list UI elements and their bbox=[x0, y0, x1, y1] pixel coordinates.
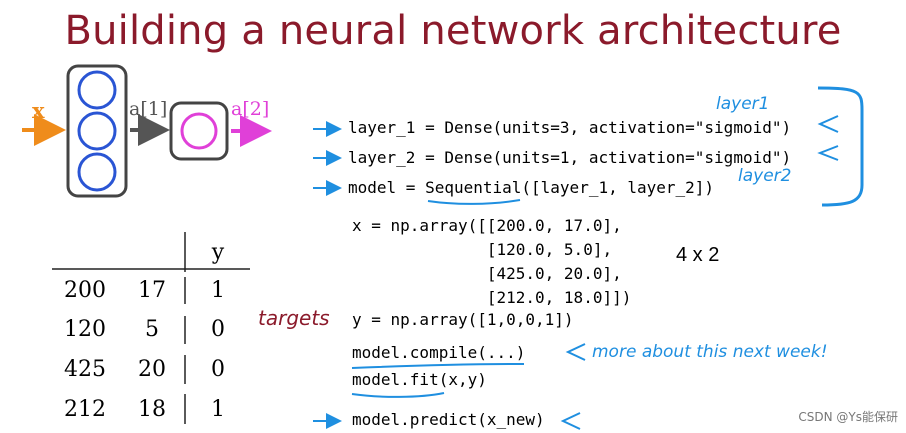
shape-annotation: 4 x 2 bbox=[676, 244, 720, 266]
watermark: CSDN @Ys能保研 bbox=[798, 410, 898, 424]
code-layer2: layer_2 = Dense(units=1, activation="sig… bbox=[348, 148, 792, 167]
annotation-arrow bbox=[817, 115, 839, 133]
annotation-targets: targets bbox=[258, 306, 330, 330]
code-compile: model.compile(...) bbox=[352, 343, 526, 362]
code-x-line: [212.0, 18.0]]) bbox=[352, 288, 632, 307]
table-cell: 18 bbox=[138, 397, 166, 422]
layer2-unit bbox=[180, 112, 218, 150]
code-sequential: Sequential bbox=[425, 178, 522, 197]
annotation-arrow bbox=[817, 145, 839, 161]
code-x-line: [120.0, 5.0], bbox=[352, 240, 613, 259]
table-header-y: y bbox=[211, 240, 225, 265]
code-model-suffix: ([layer_1, layer_2]) bbox=[521, 178, 715, 197]
annotation-arrow bbox=[560, 412, 581, 430]
layer1-unit bbox=[77, 152, 117, 192]
table-cell: 5 bbox=[145, 317, 159, 342]
fit-underline bbox=[351, 392, 445, 398]
sequential-underline bbox=[427, 199, 521, 205]
table-cell: 20 bbox=[138, 357, 166, 382]
table-cell: 200 bbox=[64, 278, 106, 303]
table-cell: 120 bbox=[64, 317, 106, 342]
code-x-line: x = np.array([[200.0, 17.0], bbox=[352, 216, 622, 235]
annotation-layer1: layer1 bbox=[716, 94, 770, 114]
table-cell: 1 bbox=[211, 278, 225, 303]
table-cell: 0 bbox=[211, 357, 225, 382]
layer2-box bbox=[169, 101, 229, 161]
output-activation-label: a[2] bbox=[231, 98, 270, 120]
code-x-line: [425.0, 20.0], bbox=[352, 264, 622, 283]
hidden-activation-label: a[1] bbox=[129, 98, 168, 120]
table-cell: 17 bbox=[138, 278, 166, 303]
table-cell: 212 bbox=[64, 397, 106, 422]
input-label: x bbox=[32, 98, 45, 123]
code-predict: model.predict(x_new) bbox=[352, 410, 545, 429]
compile-underline bbox=[351, 363, 525, 369]
code-model: model = Sequential([layer_1, layer_2]) bbox=[348, 178, 714, 197]
layer1-unit bbox=[77, 70, 117, 110]
annotation-arrow bbox=[565, 343, 586, 361]
code-y-line: y = np.array([1,0,0,1]) bbox=[352, 310, 574, 329]
code-fit: model.fit(x,y) bbox=[352, 370, 487, 389]
table-cell: 0 bbox=[211, 317, 225, 342]
table-cell: 425 bbox=[64, 357, 106, 382]
annotation-next-week: more about this next week! bbox=[592, 342, 828, 362]
code-model-prefix: model = bbox=[348, 178, 426, 197]
code-layer1: layer_1 = Dense(units=3, activation="sig… bbox=[348, 118, 792, 137]
layer1-unit bbox=[77, 111, 117, 151]
table-cell: 1 bbox=[211, 397, 225, 422]
layer1-box bbox=[66, 64, 128, 198]
slide-title: Building a neural network architecture bbox=[64, 8, 842, 54]
bracket bbox=[817, 86, 864, 207]
annotation-layer2: layer2 bbox=[738, 166, 792, 186]
